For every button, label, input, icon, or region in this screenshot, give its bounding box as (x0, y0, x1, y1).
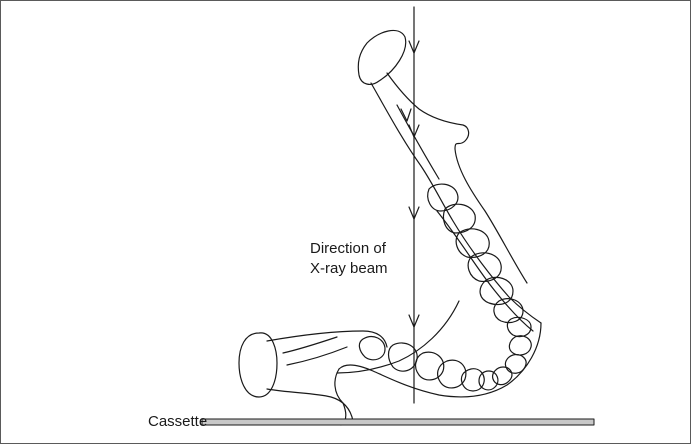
beam-direction-label: Direction of X-ray beam (310, 239, 388, 279)
cassette-plate (202, 419, 594, 425)
left-ramus-lower (267, 389, 353, 421)
angle-inner-contour (337, 301, 459, 373)
tooth (509, 336, 531, 355)
left-ramus-upper (267, 331, 387, 347)
left-condyle (239, 333, 277, 397)
cassette (202, 419, 594, 425)
tooth (505, 355, 526, 374)
xray-beam (401, 7, 419, 403)
tooth (493, 367, 512, 385)
ramus-inner-contour (387, 73, 527, 283)
tooth (480, 277, 513, 304)
body-inner-curve (437, 211, 533, 331)
tooth (494, 299, 523, 323)
mandible-outline (239, 30, 541, 425)
tooth (359, 337, 385, 360)
condyle (358, 30, 405, 84)
left-ramus-join (335, 369, 346, 425)
beam-label-line1: Direction of (310, 239, 388, 259)
canal-lower (283, 337, 337, 353)
cassette-label: Cassette (148, 412, 207, 432)
tooth (428, 184, 458, 211)
teeth (359, 184, 531, 391)
beam-label-line2: X-ray beam (310, 259, 388, 279)
tooth (389, 343, 418, 371)
